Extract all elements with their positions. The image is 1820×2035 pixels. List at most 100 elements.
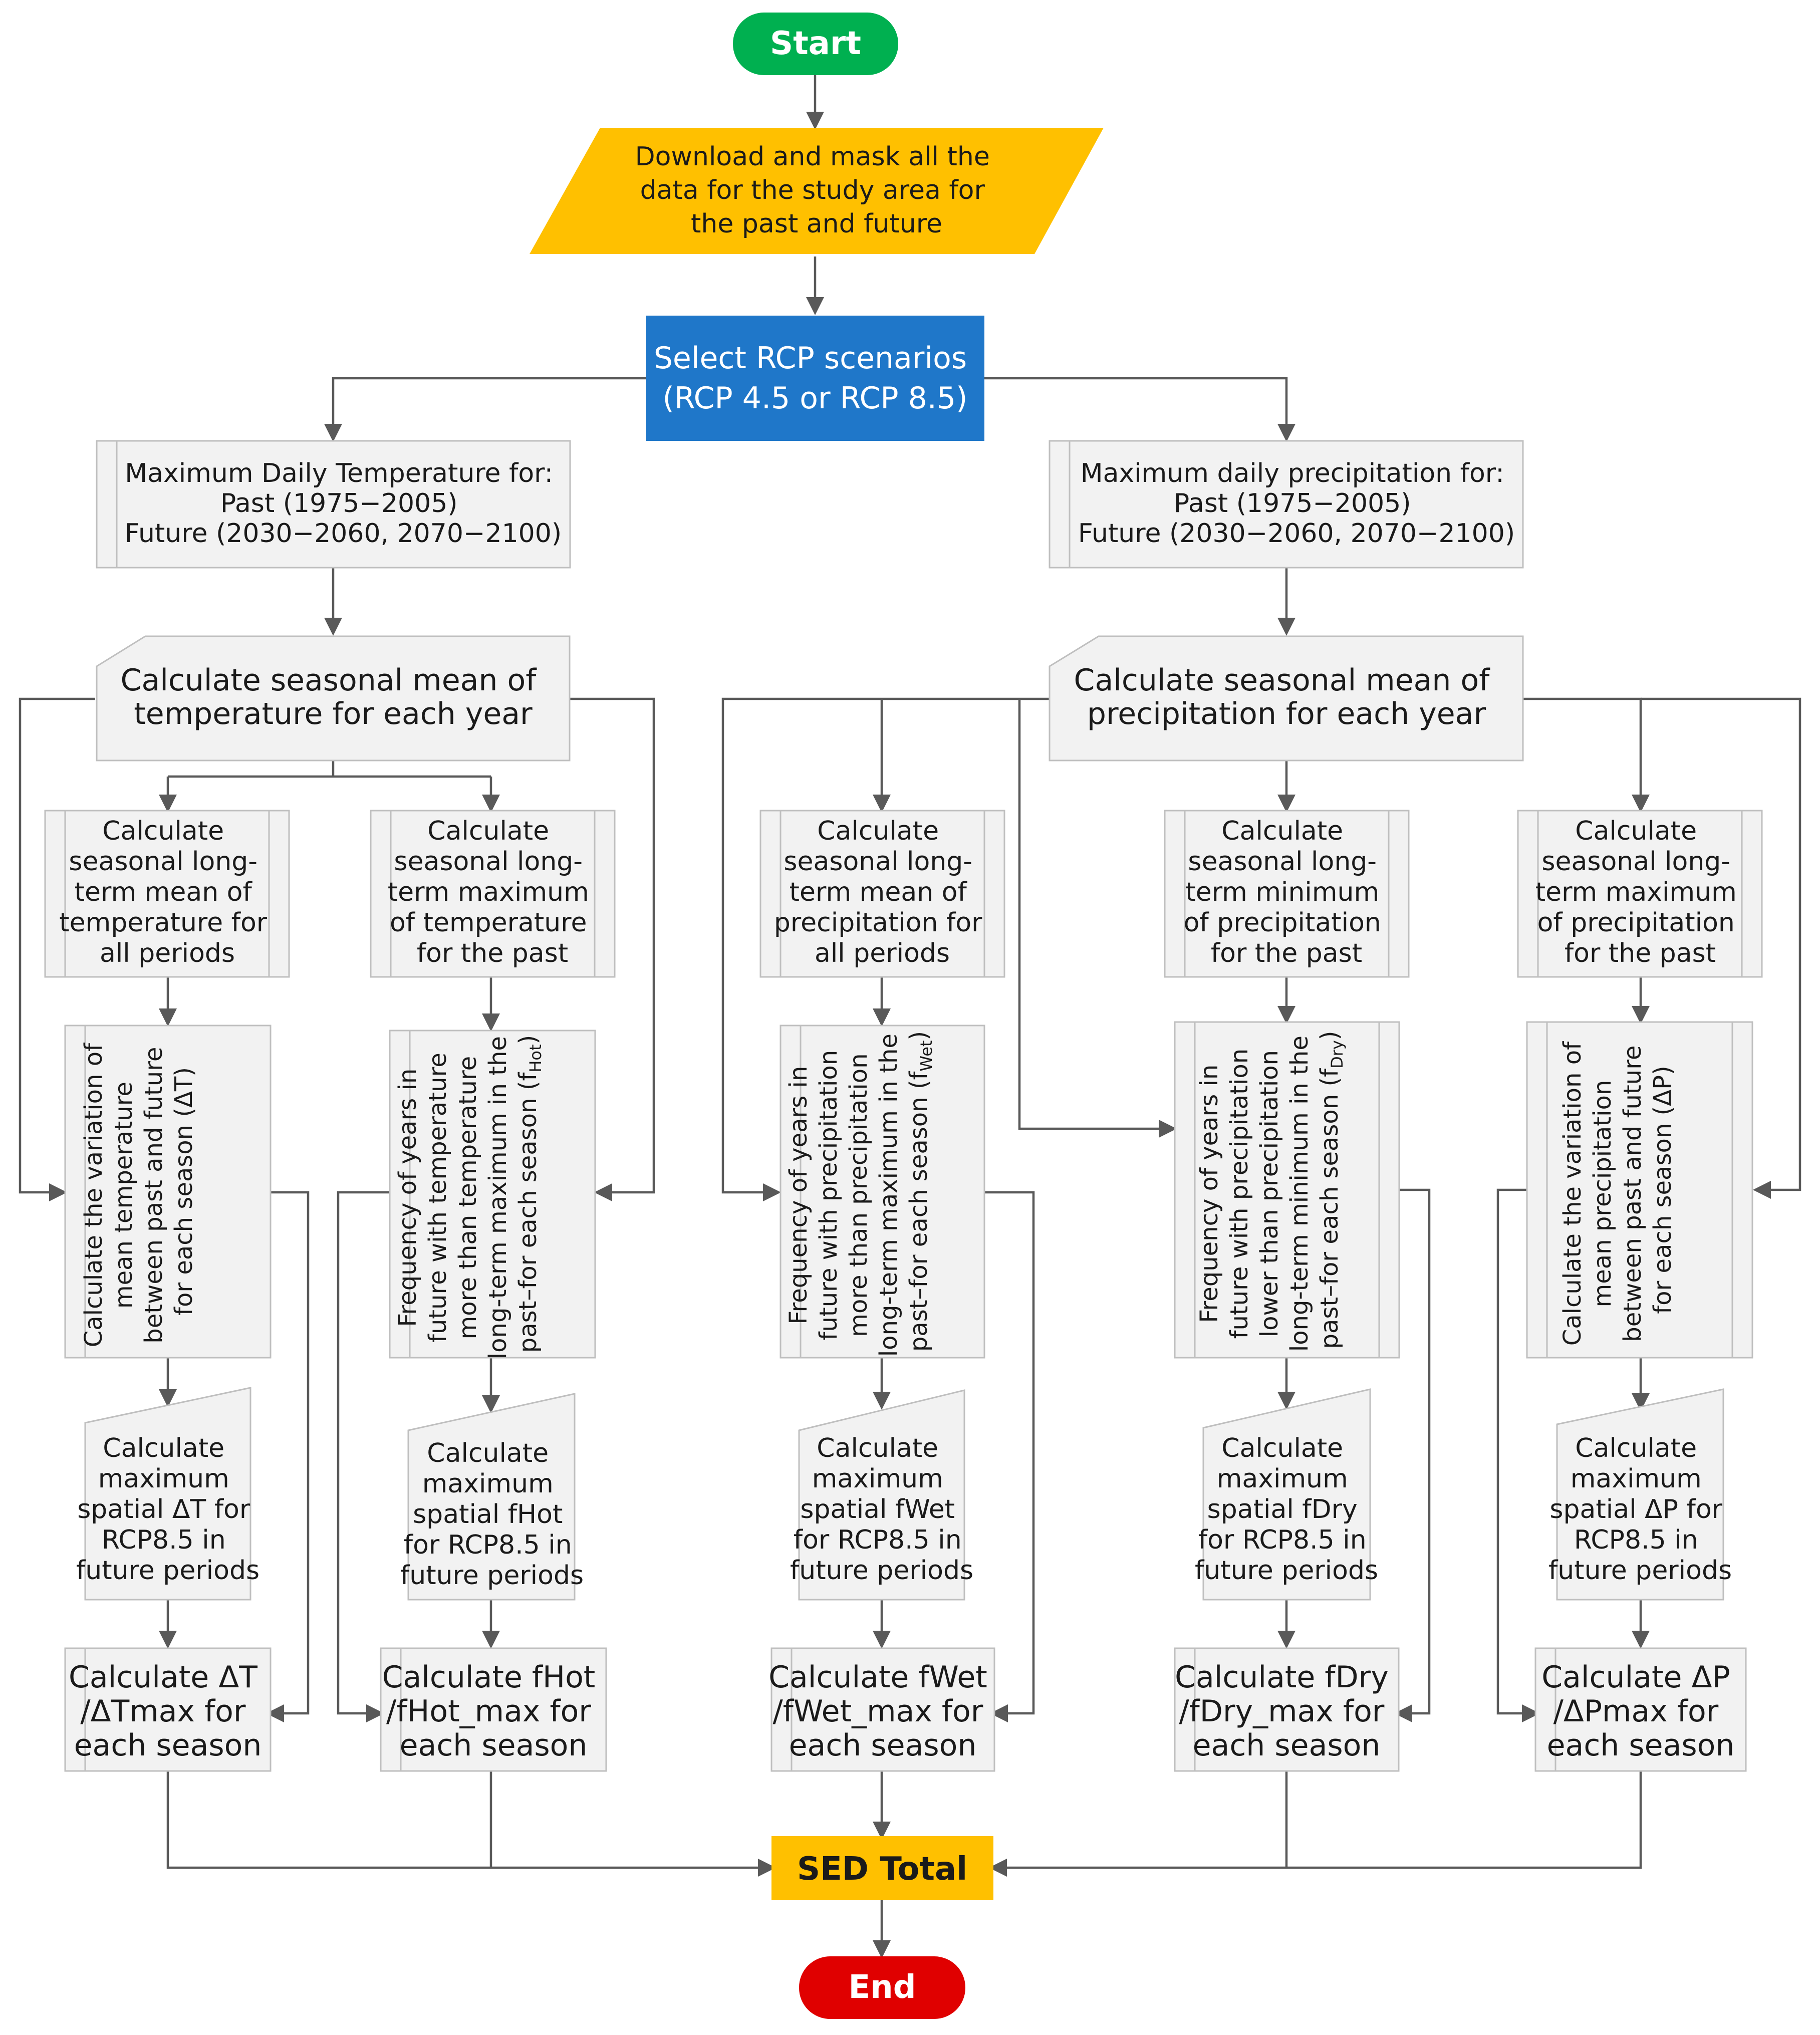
- temperature-long-term-mean-node: Calculate seasonal long- term mean of te…: [44, 810, 290, 978]
- delta-p-line: mean precipitation: [1589, 1080, 1617, 1308]
- max-fwet-line: Calculate: [817, 1433, 938, 1463]
- p-mean-lt-line: Calculate: [817, 816, 939, 846]
- ratio-f-dry-node: Calculate fDry /fDry_max for each season: [1174, 1647, 1400, 1772]
- p-mean-lt-line: precipitation for: [774, 908, 982, 938]
- max-fhot-line: spatial fHot: [413, 1499, 563, 1530]
- max-dp-line: spatial ΔP for: [1549, 1494, 1722, 1524]
- delta-t-line: for each season (ΔT): [170, 1067, 198, 1316]
- max-fwet-line: maximum: [812, 1464, 943, 1494]
- start-label: Start: [770, 25, 861, 62]
- select-rcp-node: Select RCP scenarios (RCP 4.5 or RCP 8.5…: [646, 316, 984, 441]
- svg-text:Calculate seasonal long-: Calculate seasonal long- term mean of te…: [59, 816, 275, 968]
- p-max-lt-line: seasonal long-: [1541, 847, 1730, 877]
- p-max-lt-line: of precipitation: [1537, 908, 1735, 938]
- precip-data-line: Future (2030−2060, 2070−2100): [1078, 519, 1515, 549]
- start-node: Start: [733, 13, 898, 75]
- f-hot-line: Frequency of years in: [394, 1069, 422, 1327]
- svg-text:Calculate seasonal mean of: Calculate seasonal mean of precipitation…: [1074, 663, 1499, 731]
- max-dt-line: future periods: [76, 1556, 259, 1586]
- svg-text:Calculate maximum: Calculate maximum spatial ΔT for RCP8.5 …: [76, 1433, 259, 1586]
- ratio-dp-line: Calculate ΔP: [1541, 1660, 1730, 1695]
- f-dry-last-line: past–for each season (fDry): [1316, 1031, 1347, 1349]
- max-fwet-line: future periods: [790, 1556, 973, 1586]
- download-line: Download and mask all the: [635, 142, 990, 172]
- temperature-long-term-max-node: Calculate seasonal long- term maximum of…: [370, 810, 616, 978]
- download-line: the past and future: [691, 209, 942, 239]
- temp-data-line: Past (1975−2005): [220, 488, 458, 519]
- t-max-lt-line: term maximum: [388, 877, 589, 907]
- max-fhot-line: Calculate: [427, 1438, 549, 1468]
- svg-text:Calculate seasonal long-: Calculate seasonal long- term mean of pr…: [774, 816, 990, 968]
- precipitation-long-term-max-node: Calculate seasonal long- term maximum of…: [1517, 810, 1763, 978]
- svg-text:Calculate maximum: Calculate maximum spatial ΔP for RCP8.5 …: [1548, 1433, 1732, 1586]
- precipitation-long-term-min-node: Calculate seasonal long- term minimum of…: [1164, 810, 1410, 978]
- f-wet-last-text: past–for each season (f: [905, 1071, 933, 1352]
- max-f-wet-node: Calculate maximum spatial fWet for RCP8.…: [790, 1389, 973, 1601]
- max-dt-line: maximum: [98, 1464, 229, 1494]
- max-fdry-line: future periods: [1195, 1556, 1378, 1586]
- rcp-line: (RCP 4.5 or RCP 8.5): [663, 381, 968, 416]
- p-max-lt-line: term maximum: [1535, 877, 1737, 907]
- f-wet-last-line: past–for each season (fWet): [905, 1031, 936, 1352]
- f-hot-last-text: past–for each season (f: [514, 1072, 542, 1353]
- max-dp-line: maximum: [1571, 1464, 1702, 1494]
- f-hot-line: future with temperature: [424, 1053, 452, 1343]
- f-hot-last-line: past–for each season (fHot): [514, 1035, 545, 1353]
- download-line: data for the study area for: [640, 175, 985, 205]
- rcp-line: Select RCP scenarios: [654, 341, 967, 376]
- end-label: End: [848, 1969, 916, 2006]
- t-mean-lt-line: Calculate: [102, 816, 224, 846]
- delta-p-line: between past and future: [1619, 1046, 1647, 1342]
- temp-data-line: Maximum Daily Temperature for:: [125, 458, 553, 488]
- svg-text:Calculate fWet /fWet_max: Calculate fWet /fWet_max for each season: [768, 1660, 997, 1763]
- f-wet-line: future with precipitation: [815, 1050, 843, 1341]
- precip-seasonal-line: Calculate seasonal mean of: [1074, 663, 1491, 698]
- delta-t-node: Calculate the variation of mean temperat…: [64, 1025, 272, 1359]
- ratio-dt-line: Calculate ΔT: [69, 1660, 257, 1695]
- max-dt-line: spatial ΔT for: [77, 1494, 250, 1524]
- p-min-lt-line: Calculate: [1221, 816, 1343, 846]
- svg-text:Download and mask all the: Download and mask all the data for the s…: [635, 142, 998, 239]
- svg-text:Calculate the variation of: Calculate the variation of mean temperat…: [80, 1036, 198, 1348]
- svg-text:Maximum Daily Temperature for:: Maximum Daily Temperature for: Past (197…: [125, 458, 562, 549]
- svg-text:Calculate fDry /fDry_max: Calculate fDry /fDry_max for each season: [1175, 1660, 1398, 1763]
- f-hot-line: long-term maximum in the: [484, 1036, 512, 1359]
- f-wet-line: long-term maximum in the: [875, 1034, 903, 1357]
- svg-text:Calculate seasonal mean of: Calculate seasonal mean of temperature f…: [121, 663, 546, 731]
- sed-total-label: SED Total: [797, 1851, 967, 1888]
- f-dry-line: long-term minimum in the: [1285, 1036, 1314, 1352]
- temperature-data-node: Maximum Daily Temperature for: Past (197…: [96, 440, 571, 569]
- delta-p-line: for each season (ΔP): [1649, 1066, 1677, 1314]
- svg-text:Frequency of years in fu: Frequency of years in future with precip…: [1195, 1028, 1347, 1352]
- ratio-delta-t-node: Calculate ΔT /ΔTmax for each season: [64, 1647, 272, 1772]
- t-mean-lt-line: seasonal long-: [69, 847, 257, 877]
- max-fdry-line: Calculate: [1221, 1433, 1343, 1463]
- t-max-lt-line: seasonal long-: [394, 847, 583, 877]
- max-dp-line: future periods: [1548, 1556, 1732, 1586]
- svg-text:Calculate seasonal long-: Calculate seasonal long- term maximum of…: [388, 816, 598, 968]
- svg-text:Calculate fHot /fHot_max: Calculate fHot /fHot_max for each season: [382, 1660, 605, 1763]
- f-wet-node: Frequency of years in future with precip…: [779, 1025, 985, 1359]
- svg-text:Calculate ΔT /ΔTmax for: Calculate ΔT /ΔTmax for each season: [69, 1660, 267, 1763]
- svg-text:Maximum daily precipitation fo: Maximum daily precipitation for: Past (1…: [1078, 458, 1515, 549]
- f-hot-line: more than temperature: [454, 1056, 482, 1340]
- temp-seasonal-line: Calculate seasonal mean of: [121, 663, 538, 698]
- f-dry-line: future with precipitation: [1225, 1049, 1253, 1339]
- ratio-delta-p-node: Calculate ΔP /ΔPmax for each season: [1534, 1647, 1747, 1772]
- p-min-lt-line: term minimum: [1185, 877, 1379, 907]
- sed-total-node: SED Total: [771, 1836, 993, 1900]
- precip-seasonal-line: precipitation for each year: [1087, 696, 1486, 731]
- ratio-dt-line: each season: [74, 1728, 262, 1763]
- end-node: End: [799, 1956, 965, 2019]
- svg-text:Frequency of years in fu: Frequency of years in future with precip…: [785, 1026, 936, 1357]
- svg-text:Frequency of years in fu: Frequency of years in future with temper…: [394, 1029, 545, 1359]
- download-data-node: Download and mask all the data for the s…: [530, 128, 1104, 254]
- ratio-dt-line: /ΔTmax for: [80, 1694, 246, 1729]
- max-fhot-line: maximum: [422, 1469, 554, 1499]
- f-dry-line: Frequency of years in: [1195, 1065, 1223, 1323]
- p-min-lt-line: of precipitation: [1184, 908, 1381, 938]
- f-hot-close: ): [514, 1035, 542, 1045]
- delta-p-line: Calculate the variation of: [1558, 1041, 1587, 1346]
- ratio-fwet-line: /fWet_max for: [773, 1694, 983, 1729]
- f-dry-node: Frequency of years in future with precip…: [1174, 1021, 1400, 1359]
